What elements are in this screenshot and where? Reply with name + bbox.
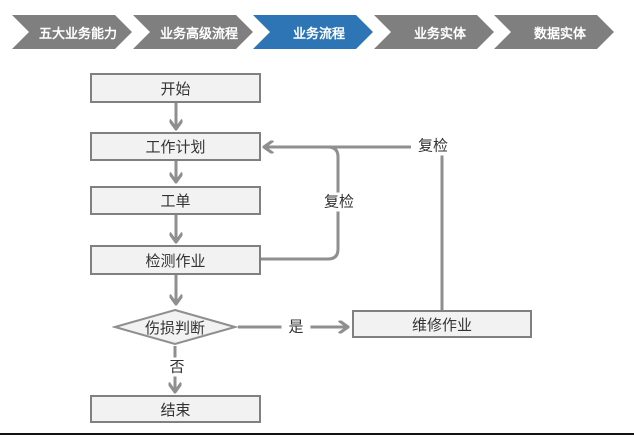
flow-node-start: 开始: [90, 73, 261, 103]
breadcrumb-step-five-capabilities[interactable]: 五大业务能力: [12, 15, 132, 49]
flow-node-label: 维修作业: [411, 315, 472, 334]
edge-label-recheck-inner: 复检: [316, 192, 362, 212]
flow-node-label: 结束: [160, 400, 191, 419]
flow-node-repair-job: 维修作业: [352, 310, 532, 338]
flow-node-label: 工作计划: [145, 138, 206, 156]
breadcrumb-step-data-entity[interactable]: 数据实体: [494, 15, 614, 49]
flow-node-damage-decision: 伤损判断: [112, 308, 238, 346]
diamond-shape: [112, 308, 238, 346]
flow-node-work-order: 工单: [90, 186, 261, 215]
breadcrumb-step-label: 五大业务能力: [38, 26, 117, 42]
flow-node-inspection-job: 检测作业: [90, 245, 261, 275]
edge-label-no: 否: [162, 357, 192, 377]
edge-label-yes: 是: [281, 317, 311, 337]
flow-node-work-plan: 工作计划: [90, 132, 261, 161]
breadcrumb-step-label: 业务实体: [413, 26, 466, 42]
edge-label-recheck-outer: 复检: [410, 136, 456, 156]
flow-node-label: 检测作业: [145, 251, 206, 270]
breadcrumb-step-label: 数据实体: [533, 26, 586, 42]
breadcrumb-step-label: 业务流程: [292, 26, 345, 42]
bottom-border-line: [0, 433, 634, 435]
breadcrumb-step-advanced-process[interactable]: 业务高级流程: [133, 15, 253, 49]
flow-node-end: 结束: [90, 395, 261, 423]
flow-node-label: 开始: [160, 79, 191, 98]
flow-node-label: 伤损判断: [144, 318, 205, 337]
breadcrumb-step-label: 业务高级流程: [159, 26, 238, 42]
breadcrumb-step-business-process[interactable]: 业务流程: [253, 15, 373, 49]
breadcrumb-step-business-entity[interactable]: 业务实体: [374, 15, 494, 49]
flow-node-label: 工单: [160, 192, 191, 210]
